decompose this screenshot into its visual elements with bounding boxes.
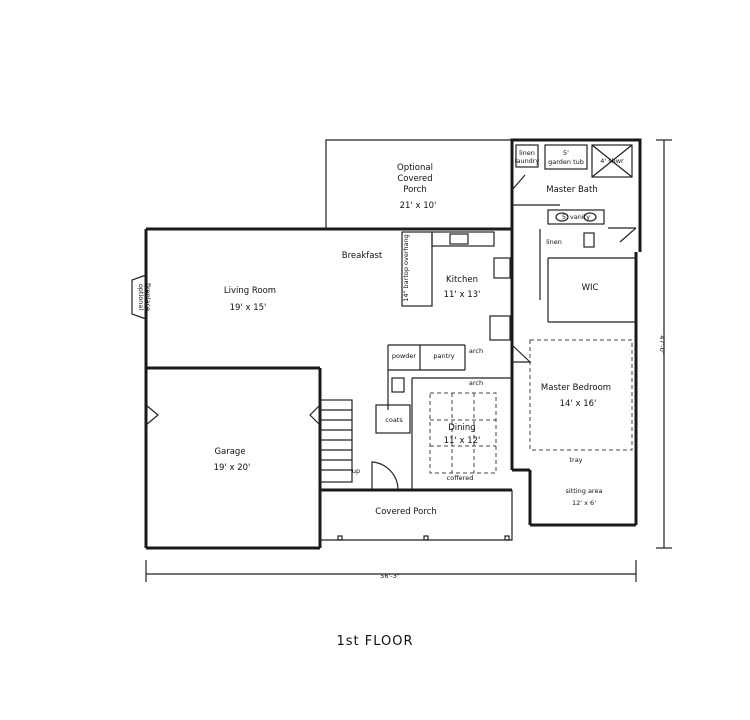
garden-tub-label-1: 5' [563,149,569,157]
overall-width-label: 56'-3" [380,572,400,580]
linen-laundry-label-2: laundry [515,157,540,165]
optional-porch-label-2: Covered [397,174,432,184]
breakfast-label: Breakfast [342,251,383,261]
covered-porch-label: Covered Porch [375,507,436,517]
master-bedroom-dims: 14' x 16' [560,399,597,409]
interior-walls [131,144,637,491]
master-bath-label: Master Bath [546,185,598,195]
dimension-lines [145,139,672,582]
arch-label-bottom: arch [469,379,483,387]
powder-label: powder [392,352,417,360]
dining-label: Dining [448,423,475,433]
optional-porch-label-1: Optional [397,163,433,173]
coats-label: coats [385,416,403,424]
kitchen-dims: 11' x 13' [444,290,481,300]
covered-porch-outline [319,490,513,541]
optional-porch-dims: 21' x 10' [400,201,437,211]
floor-caption: 1st FLOOR [336,634,414,649]
bartop-label: 14" bartop overhang [402,234,410,302]
garage-label: Garage [214,447,245,457]
wic-label: WIC [582,283,599,293]
master-bedroom-label: Master Bedroom [541,383,611,393]
living-room-label: Living Room [224,286,276,296]
vanity-label: 5' vanity [562,213,590,221]
stair-up-label: up [352,467,360,475]
coffered-label: coffered [447,474,474,482]
linen-label: linen [546,238,562,246]
garden-tub-label-2: garden tub [548,158,584,166]
dining-dims: 11' x 12' [444,436,481,446]
linen-laundry-label-1: linen [519,149,535,157]
sitting-area-dims: 12' x 6' [572,499,596,507]
optional-porch-label-3: Porch [403,185,426,195]
shower-label: 4' shwr [600,157,624,165]
exterior-walls [144,138,642,550]
kitchen-label: Kitchen [446,275,478,285]
tray-label: tray [569,456,582,464]
pantry-label: pantry [433,352,454,360]
fireplace-label-1: optional [137,284,145,311]
overall-depth-label: 47'-0" [658,335,666,355]
sitting-area-label: sitting area [566,487,603,495]
garage-dims: 19' x 20' [214,463,251,473]
arch-label-top: arch [469,347,483,355]
fireplace-label-2: fireplace [144,283,152,311]
living-room-dims: 19' x 15' [230,303,267,313]
optional-porch-outline [325,139,512,229]
